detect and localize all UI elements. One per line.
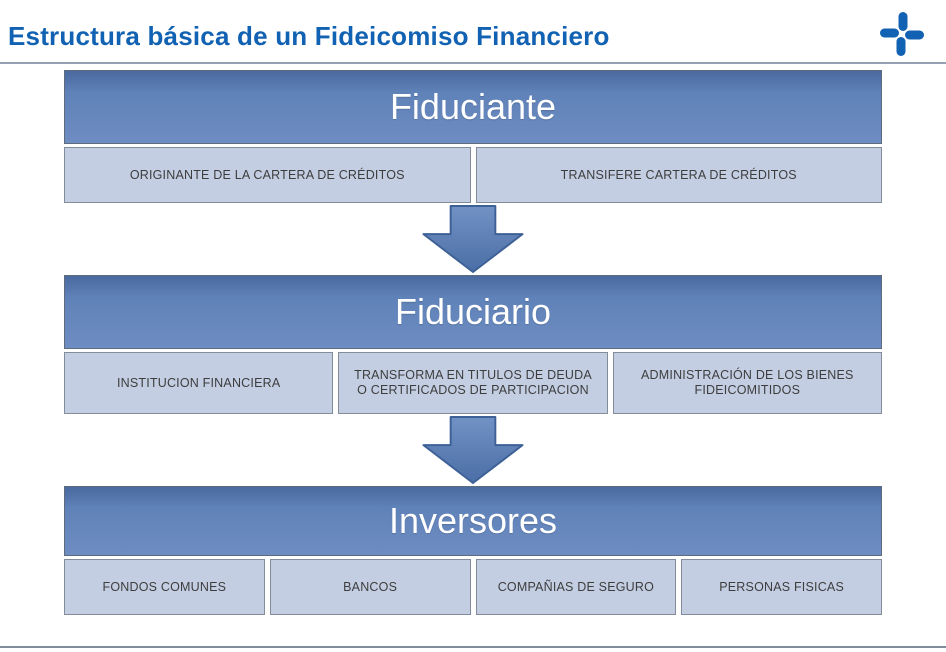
arrow-fiduciante-to-fiduciario (64, 203, 882, 275)
down-arrow-icon (422, 416, 524, 484)
cell-institucion-financiera: INSTITUCION FINANCIERA (64, 352, 334, 414)
cell-personas-fisicas: PERSONAS FISICAS (681, 559, 882, 615)
cell-companias-seguro: COMPAÑIAS DE SEGURO (475, 559, 677, 615)
cell-bancos: BANCOS (269, 559, 471, 615)
block-header-fiduciario: Fiduciario (64, 275, 882, 349)
cell-transforma-titulos: TRANSFORMA EN TITULOS DE DEUDA O CERTIFI… (338, 352, 608, 414)
cell-fondos-comunes: FONDOS COMUNES (64, 559, 265, 615)
bottom-divider (0, 646, 946, 648)
block-inversores: Inversores FONDOS COMUNES BANCOS COMPAÑI… (64, 486, 882, 615)
brand-logo-icon (880, 12, 924, 56)
title-divider (0, 62, 946, 64)
block-fiduciante: Fiduciante ORIGINANTE DE LA CARTERA DE C… (64, 70, 882, 203)
trust-structure-diagram: Fiduciante ORIGINANTE DE LA CARTERA DE C… (64, 70, 882, 615)
cell-originante-cartera: ORIGINANTE DE LA CARTERA DE CRÉDITOS (64, 147, 471, 203)
block-header-inversores: Inversores (64, 486, 882, 556)
cells-row-fiduciario: INSTITUCION FINANCIERA TRANSFORMA EN TIT… (64, 352, 882, 414)
title-bar: Estructura básica de un Fideicomiso Fina… (0, 0, 946, 62)
block-fiduciario: Fiduciario INSTITUCION FINANCIERA TRANSF… (64, 275, 882, 414)
down-arrow-icon (422, 205, 524, 273)
cells-row-fiduciante: ORIGINANTE DE LA CARTERA DE CRÉDITOS TRA… (64, 147, 882, 203)
cell-administracion-bienes: ADMINISTRACIÓN DE LOS BIENES FIDEICOMITI… (612, 352, 882, 414)
cells-row-inversores: FONDOS COMUNES BANCOS COMPAÑIAS DE SEGUR… (64, 559, 882, 615)
arrow-fiduciario-to-inversores (64, 414, 882, 486)
cell-transfiere-cartera: TRANSIFERE CARTERA DE CRÉDITOS (475, 147, 882, 203)
block-header-fiduciante: Fiduciante (64, 70, 882, 144)
page-title: Estructura básica de un Fideicomiso Fina… (8, 20, 610, 51)
